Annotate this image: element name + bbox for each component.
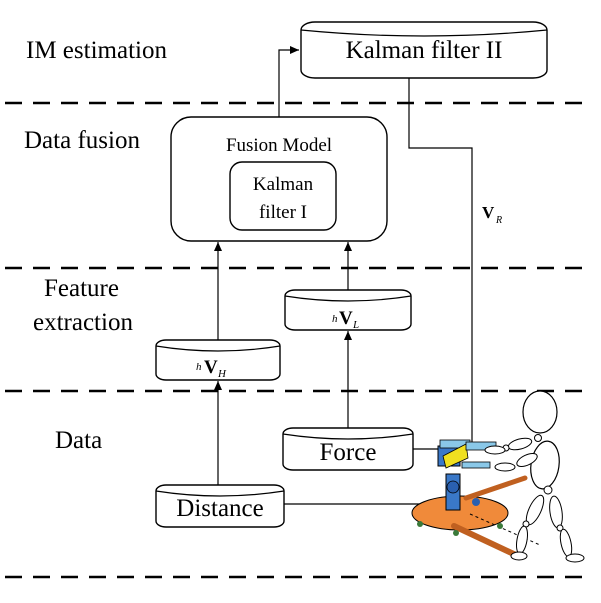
feature-vl-box: h V L — [284, 289, 412, 331]
distance-label: Distance — [176, 495, 263, 522]
vh-symbol: V — [204, 357, 218, 378]
kalman-filter-2-box: Kalman filter II — [300, 21, 548, 79]
layer-label-feature: Feature — [44, 275, 119, 302]
layer-label-im-estimation: IM estimation — [26, 37, 167, 64]
vr-subscript: R — [495, 215, 502, 226]
arrow-fusion-to-kalman2 — [278, 46, 299, 117]
layer-label-extraction: extraction — [33, 309, 133, 336]
vl-symbol: V — [339, 308, 353, 329]
fusion-model-box: Fusion Model Kalman filter I — [170, 116, 388, 242]
kalman-filter-1-box — [229, 161, 337, 231]
force-box: Force — [282, 427, 414, 471]
kalman-filter-1-line1: Kalman — [253, 174, 314, 195]
fusion-model-label: Fusion Model — [226, 135, 332, 156]
distance-box: Distance — [155, 484, 285, 528]
walker-robot-illustration — [411, 390, 585, 563]
kalman-filter-1-line2: filter I — [259, 202, 307, 223]
vh-superscript: h — [196, 361, 202, 373]
vr-symbol: V — [482, 203, 495, 222]
feature-vh-box: h V H — [155, 339, 281, 381]
vl-subscript: L — [352, 319, 359, 331]
kalman-filter-2-label: Kalman filter II — [346, 37, 503, 64]
line-kalman2-to-robot — [408, 78, 473, 444]
layer-label-data-fusion: Data fusion — [24, 127, 140, 154]
layer-label-data: Data — [55, 427, 102, 454]
vl-superscript: h — [332, 313, 338, 325]
force-label: Force — [320, 439, 377, 466]
vh-subscript: H — [217, 368, 227, 380]
